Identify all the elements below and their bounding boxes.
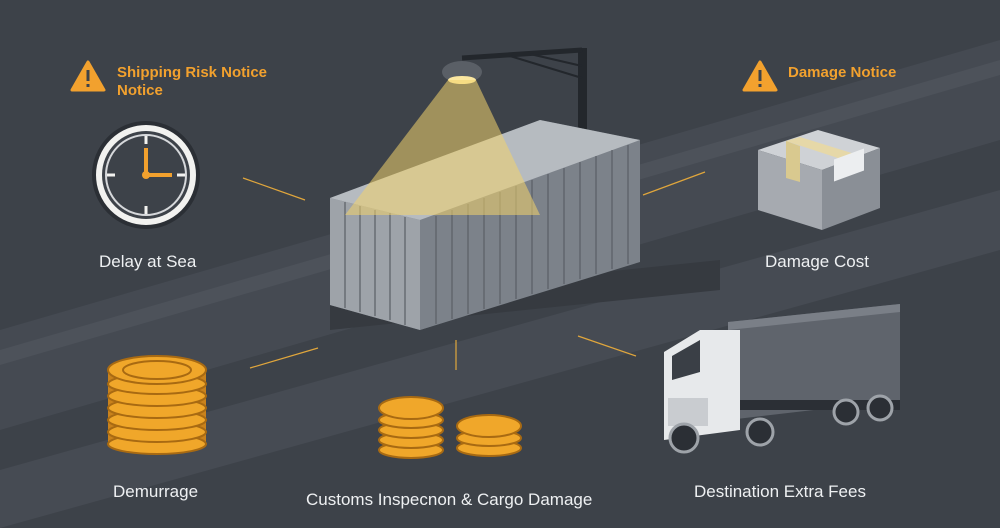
demurrage-label: Demurrage <box>113 482 199 501</box>
damage-notice: Damage Notice <box>788 64 897 81</box>
delay-at-sea-label: Delay at Sea <box>99 252 197 271</box>
cardboard-box-icon <box>758 130 880 230</box>
connector-lines <box>242 171 706 370</box>
shipping-risk-notice-line2: Notice <box>117 82 163 99</box>
coin-stacks-icon <box>378 396 522 459</box>
truck-icon <box>664 304 900 454</box>
damage-cost-label: Damage Cost <box>765 252 869 271</box>
warning-triangle-icon <box>70 60 106 92</box>
clock-icon <box>92 121 200 229</box>
coin-stack-icon <box>107 355 207 455</box>
shipping-risk-notice-line1: Shipping Risk Notice <box>117 64 268 81</box>
warning-triangle-icon <box>742 60 778 92</box>
shipping-container-icon <box>330 80 640 330</box>
customs-label: Customs Inspecnon & Cargo Damage <box>306 490 593 509</box>
spotlight-lamp-icon <box>442 47 587 134</box>
shipping-risk-notice: Shipping Risk Notice Notice <box>117 64 267 100</box>
destination-fees-label: Destination Extra Fees <box>694 482 866 501</box>
